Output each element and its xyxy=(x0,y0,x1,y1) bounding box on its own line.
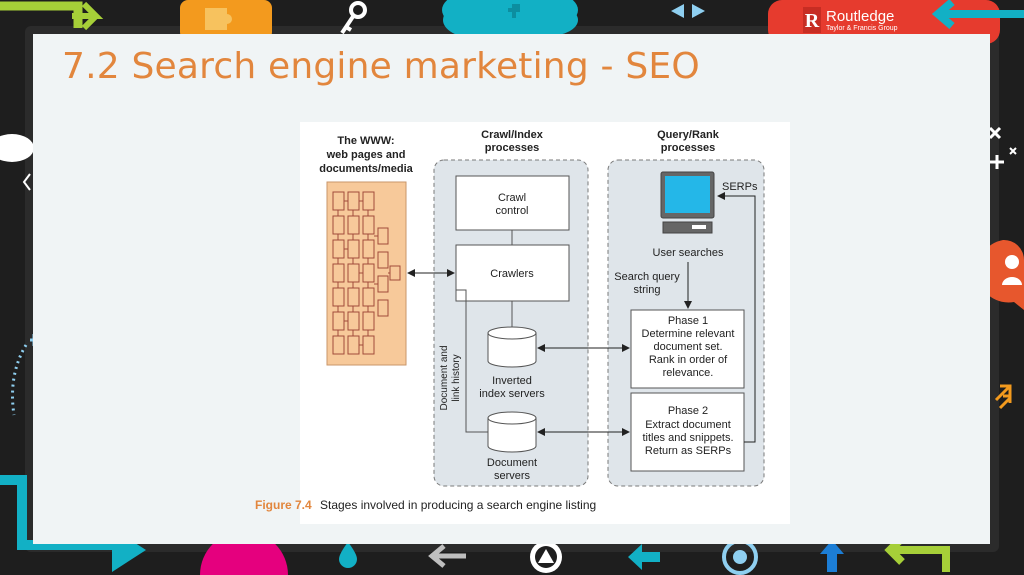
cloud-icon xyxy=(0,134,34,162)
teal-bracket-decor xyxy=(0,475,120,550)
publisher-tagline: Taylor & Francis Group xyxy=(826,25,898,32)
slide-title: 7.2 Search engine marketing - SEO xyxy=(62,46,700,87)
crawlers-box xyxy=(455,244,570,302)
crawl-control-line-1: Crawl xyxy=(498,192,526,204)
arrow-left-icon xyxy=(628,544,660,570)
figure-caption-number: Figure 7.4 xyxy=(255,498,312,512)
search-query-line-1: Search query xyxy=(614,271,680,283)
phase1-line-5: relevance. xyxy=(663,367,714,379)
phase1-box xyxy=(630,309,745,389)
figure-caption-text: Stages involved in producing a search en… xyxy=(320,498,596,512)
arrow-right-icon xyxy=(692,4,705,18)
arrow-up-icon xyxy=(820,540,844,572)
user-searches-label: User searches xyxy=(653,247,724,259)
chevron-left-icon xyxy=(22,173,31,191)
www-heading-line-3: documents/media xyxy=(319,163,413,175)
plus-icon xyxy=(990,155,1004,169)
database-icon xyxy=(487,411,537,453)
phase2-box xyxy=(630,392,745,472)
close-icon xyxy=(988,126,1002,140)
crawl-control-box xyxy=(455,175,570,231)
crawl-control-line-2: control xyxy=(495,205,528,217)
arrow-right-icon xyxy=(72,1,104,31)
arrow-up-icon xyxy=(994,384,1012,402)
phase2-line-4: Return as SERPs xyxy=(645,445,732,457)
document-servers-line-1: Document xyxy=(487,457,537,469)
arrow-left-icon xyxy=(428,544,466,568)
doc-history-line-2: link history xyxy=(451,354,462,401)
triangle-circle-icon xyxy=(530,541,562,573)
query-heading-line-1: Query/Rank xyxy=(657,129,720,141)
crawl-index-panel xyxy=(433,159,589,487)
phase1-line-3: document set. xyxy=(653,341,722,353)
publisher-name: Routledge xyxy=(826,8,895,25)
query-heading-line-2: processes xyxy=(661,142,715,154)
phase2-line-2: Extract document xyxy=(645,419,731,431)
close-icon xyxy=(1009,147,1017,155)
inverted-index-line-1: Inverted xyxy=(492,375,532,387)
phase2-line-1: Phase 2 xyxy=(668,405,708,417)
serps-return-arrow xyxy=(717,192,756,443)
key-icon xyxy=(340,1,367,35)
arrow-left-icon xyxy=(671,4,684,18)
arrow-left-icon xyxy=(931,0,1024,30)
www-heading-line-1: The WWW: xyxy=(337,135,394,147)
link-history-loop xyxy=(456,289,488,433)
phase1-line-4: Rank in order of xyxy=(649,354,728,366)
phase1-line-1: Phase 1 xyxy=(668,315,708,327)
computer-icon xyxy=(660,171,715,234)
database-icon xyxy=(487,326,537,368)
svg-text:R: R xyxy=(805,10,820,32)
www-heading-line-2: web pages and xyxy=(326,149,406,161)
search-query-line-2: string xyxy=(634,284,661,296)
crawl-heading-line-1: Crawl/Index xyxy=(481,129,544,141)
web-pages-panel xyxy=(326,181,407,366)
crawlers-label: Crawlers xyxy=(490,268,534,280)
doc-history-line-1: Document and xyxy=(439,345,450,410)
green-bracket-decor xyxy=(0,1,83,28)
cloud-icon xyxy=(442,0,578,38)
drop-icon xyxy=(339,542,357,568)
phase2-line-3: titles and snippets. xyxy=(642,432,733,444)
arrow-up-icon xyxy=(998,394,1012,410)
phase1-line-2: Determine relevant xyxy=(642,328,735,340)
inverted-index-line-2: index servers xyxy=(479,388,545,400)
serps-label: SERPs xyxy=(722,181,758,193)
document-servers-line-2: servers xyxy=(494,470,531,482)
crawl-heading-line-2: processes xyxy=(485,142,539,154)
